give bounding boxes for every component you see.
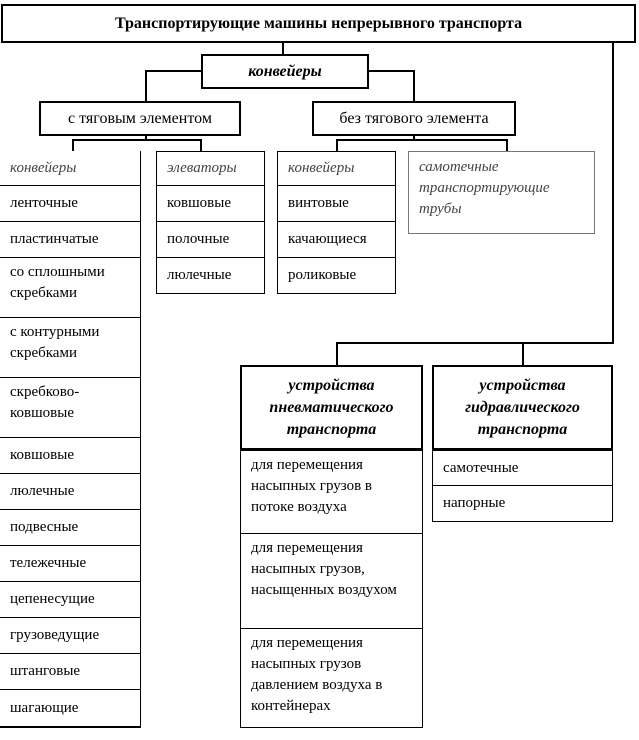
connector-hydraulic-v xyxy=(522,342,524,366)
col3-item: роликовые xyxy=(278,258,395,293)
connector-without-traction-bus xyxy=(336,139,508,141)
col1-item: подвесные xyxy=(0,510,141,546)
with-traction-header: с тяговым элементом xyxy=(39,101,241,136)
connector-col3-v xyxy=(336,139,338,151)
col2-item: ковшовые xyxy=(157,186,264,222)
connector-right-trunk-v xyxy=(612,42,614,344)
connector-mid2-v xyxy=(413,135,415,141)
pneumatic-item: для перемещения насыпных грузов в потоке… xyxy=(241,451,409,533)
col1-item: с контурными скребками xyxy=(0,318,141,378)
connector-conveyors-right-v xyxy=(413,70,415,102)
col1-item: грузоведущие xyxy=(0,618,141,654)
col1-head: конвейеры xyxy=(0,151,141,186)
hydraulic-header: устройства гидравлического транспорта xyxy=(432,365,613,450)
without-traction-header: без тягового элемента xyxy=(312,101,516,136)
col1-item: ленточные xyxy=(0,186,141,222)
connector-col1-v xyxy=(72,139,74,151)
col1-item: скребково-ковшовые xyxy=(0,378,141,438)
pneumatic-item: для перемещения насыпных грузов давление… xyxy=(241,629,409,727)
connector-with-traction-bus xyxy=(72,139,202,141)
connector-title-to-conveyors xyxy=(282,42,284,54)
connector-col4-v xyxy=(506,139,508,151)
col2-head: элеваторы xyxy=(157,152,264,186)
col3-item: качающиеся xyxy=(278,222,395,258)
connector-col2-v xyxy=(200,139,202,151)
col1-item: люлечные xyxy=(0,474,141,510)
col2-item: люлечные xyxy=(157,258,264,293)
connector-conveyors-right-h xyxy=(368,70,415,72)
pneumatic-header: устройства пневматического транспорта xyxy=(240,365,423,450)
connector-right-bus xyxy=(336,342,614,344)
pneumatic-divider xyxy=(241,533,422,534)
col1-item: ковшовые xyxy=(0,438,141,474)
col1-item: пластинчатые xyxy=(0,222,141,258)
col2-item: полочные xyxy=(157,222,264,258)
hydraulic-item: напорные xyxy=(433,486,612,521)
col3-head: конвейеры xyxy=(278,152,395,186)
diagram-title: Транспортирующие машины непрерывного тра… xyxy=(1,4,636,43)
conveyors-header: конвейеры xyxy=(201,54,369,89)
pneumatic-item: для перемещения насыпных грузов, насыщен… xyxy=(241,534,409,628)
connector-conveyors-left-h xyxy=(145,70,202,72)
connector-pneumatic-v xyxy=(336,342,338,366)
pneumatic-divider xyxy=(241,628,422,629)
hydraulic-item: самотечные xyxy=(433,451,612,486)
connector-conveyors-left-v xyxy=(145,70,147,102)
col4-head: самотечные транспортирующие трубы xyxy=(409,152,579,232)
col3-item: винтовые xyxy=(278,186,395,222)
col1-item: шагающие xyxy=(0,690,141,727)
col1-item: штанговые xyxy=(0,654,141,690)
col1-item: тележечные xyxy=(0,546,141,582)
col1-item: со сплошными скребками xyxy=(0,258,141,318)
col1-item: цепенесущие xyxy=(0,582,141,618)
connector-mid-v xyxy=(145,135,147,141)
